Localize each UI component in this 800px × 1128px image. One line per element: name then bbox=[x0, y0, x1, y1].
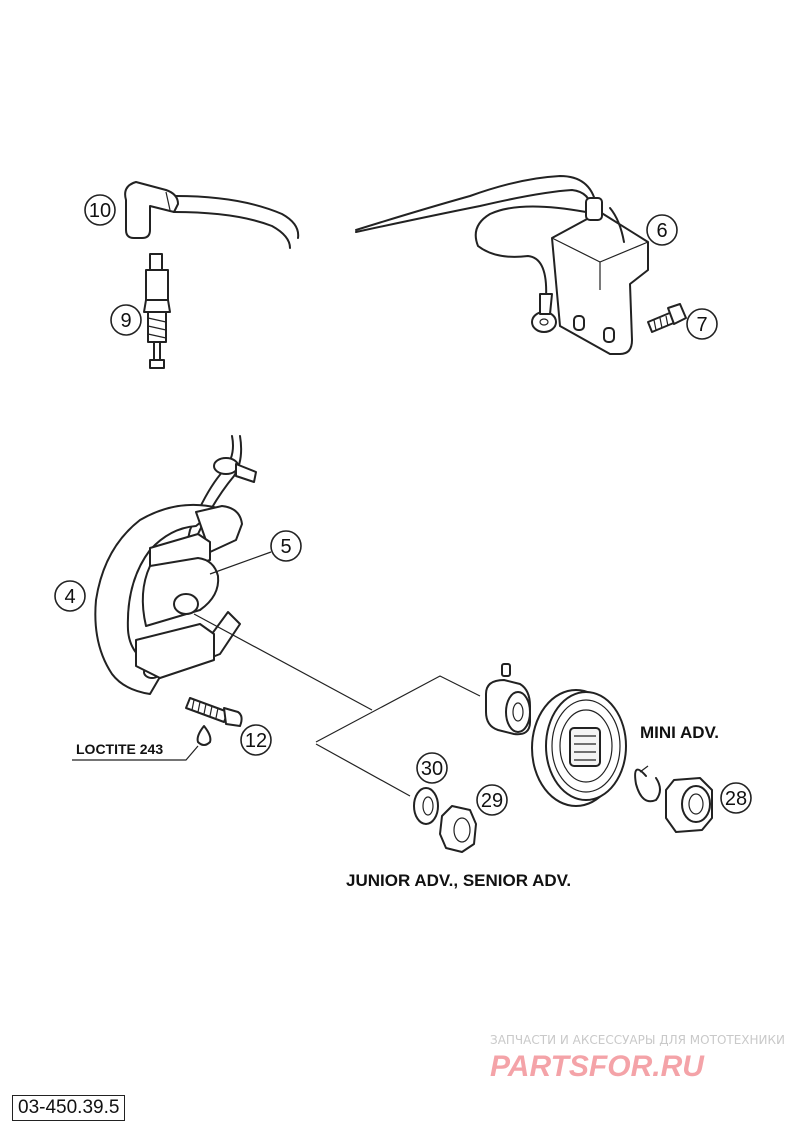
loctite-leader bbox=[72, 745, 199, 761]
circlip bbox=[634, 765, 661, 803]
callout-4: 4 bbox=[54, 580, 86, 612]
stator-screw bbox=[185, 697, 243, 727]
loctite-label: LOCTITE 243 bbox=[76, 741, 163, 757]
svg-text:30: 30 bbox=[421, 758, 443, 780]
rotor-bush bbox=[485, 663, 531, 736]
nut-28 bbox=[665, 777, 713, 833]
watermark-brand: PARTSFOR.RU bbox=[490, 1050, 705, 1083]
svg-text:5: 5 bbox=[280, 536, 291, 558]
spark-plug bbox=[143, 253, 171, 369]
loctite-drop bbox=[196, 725, 212, 746]
leader-lines bbox=[193, 613, 481, 797]
svg-text:9: 9 bbox=[120, 310, 131, 332]
ignition-lead bbox=[173, 174, 597, 249]
callout-6: 6 bbox=[646, 214, 678, 246]
nut-29 bbox=[439, 805, 477, 853]
stator-coil bbox=[135, 533, 220, 679]
callout-28: 28 bbox=[720, 782, 752, 814]
svg-text:10: 10 bbox=[89, 200, 111, 222]
callout-29: 29 bbox=[476, 784, 508, 816]
callout-5: 5 bbox=[209, 530, 302, 575]
mini-adv-label: MINI ADV. bbox=[640, 723, 719, 742]
svg-text:4: 4 bbox=[64, 586, 75, 608]
watermark-tagline: ЗАПЧАСТИ И АКСЕССУАРЫ ДЛЯ МОТОТЕХНИКИ bbox=[490, 1033, 785, 1047]
washer-30 bbox=[413, 787, 439, 825]
spark-plug-cap bbox=[124, 181, 179, 239]
coil-bolt bbox=[647, 303, 687, 333]
svg-text:7: 7 bbox=[696, 314, 707, 336]
svg-text:12: 12 bbox=[245, 730, 267, 752]
callout-12: 12 bbox=[240, 724, 272, 756]
junior-senior-adv-label: JUNIOR ADV., SENIOR ADV. bbox=[346, 871, 571, 890]
callout-9: 9 bbox=[110, 304, 142, 336]
svg-text:6: 6 bbox=[656, 220, 667, 242]
callout-30: 30 bbox=[416, 752, 448, 784]
callout-7: 7 bbox=[686, 308, 718, 340]
ignition-coil bbox=[474, 197, 649, 355]
callout-10: 10 bbox=[84, 194, 116, 226]
svg-text:28: 28 bbox=[725, 788, 747, 810]
rotor-flywheel bbox=[531, 689, 627, 807]
drawing-number: 03-450.39.5 bbox=[12, 1095, 126, 1121]
svg-text:29: 29 bbox=[481, 790, 503, 812]
